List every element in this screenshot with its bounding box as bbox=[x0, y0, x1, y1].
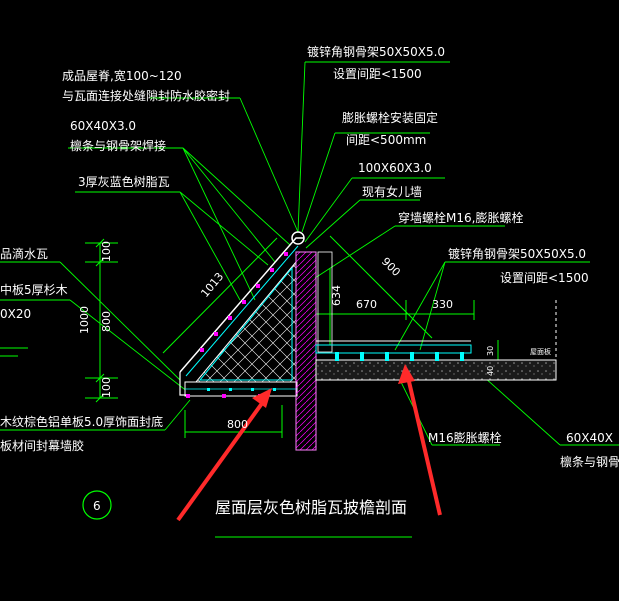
label-bolt-1: 膨胀螺栓安装固定 bbox=[342, 110, 438, 125]
dim-slope: 1013 bbox=[198, 270, 226, 300]
dim-diag: 900 bbox=[379, 255, 403, 279]
dim-v800: 800 bbox=[100, 311, 113, 332]
label-ridge-1: 成品屋脊,宽100~120 bbox=[62, 68, 182, 83]
label-m16: M16膨胀螺栓 bbox=[428, 430, 502, 445]
drawing-title: 屋面层灰色树脂瓦披檐剖面 bbox=[215, 498, 407, 517]
dim-30: 30 bbox=[486, 346, 495, 356]
dim-634: 634 bbox=[330, 285, 343, 306]
label-left-2: 中板5厚杉木 bbox=[0, 282, 68, 297]
label-slab: 屋面板 bbox=[530, 347, 551, 356]
dim-v1000: 1000 bbox=[78, 306, 91, 334]
dim-330: 330 bbox=[432, 298, 453, 311]
dim-670: 670 bbox=[356, 298, 377, 311]
label-bolt-2: 间距<500mm bbox=[346, 133, 426, 147]
label-right-2: 檩条与钢骨 bbox=[560, 454, 619, 469]
label-parapet: 现有女儿墙 bbox=[362, 184, 422, 199]
label-left-3: 0X20 bbox=[0, 307, 31, 321]
detail-number-circle bbox=[82, 490, 112, 520]
roof-slab bbox=[315, 300, 557, 381]
label-ridge-2: 与瓦面连接处缝隙封防水胶密封 bbox=[62, 88, 230, 103]
dim-v100-top: 100 bbox=[100, 241, 113, 262]
roof-frame bbox=[179, 231, 305, 398]
label-top-right-1: 镀锌角钢骨架50X50X5.0 bbox=[307, 45, 445, 59]
label-left-4: 木纹棕色铝单板5.0厚饰面封底 bbox=[0, 414, 163, 429]
label-left-5: 板材间封幕墙胶 bbox=[0, 438, 84, 453]
dim-v100-bottom: 100 bbox=[100, 377, 113, 398]
label-wall-bolt: 穿墙螺栓M16,膨胀螺栓 bbox=[398, 210, 523, 225]
label-purlin-1: 60X40X3.0 bbox=[70, 119, 136, 133]
red-arrows bbox=[176, 364, 442, 522]
label-frame-2: 设置间距<1500 bbox=[500, 271, 589, 285]
label-frame-1: 镀锌角钢骨架50X50X5.0 bbox=[448, 247, 586, 261]
leader-lines bbox=[0, 61, 619, 538]
label-purlin-2: 檩条与钢骨架焊接 bbox=[70, 138, 166, 153]
label-right-1: 60X40X bbox=[566, 431, 613, 445]
dim-40: 40 bbox=[486, 366, 495, 376]
parapet-wall bbox=[295, 251, 333, 451]
label-tile: 3厚灰蓝色树脂瓦 bbox=[78, 174, 170, 189]
dim-800-bottom: 800 bbox=[227, 418, 248, 431]
label-top-right-2: 设置间距<1500 bbox=[333, 67, 422, 81]
detail-number: 6 bbox=[93, 499, 101, 513]
label-tube: 100X60X3.0 bbox=[358, 161, 432, 175]
label-left-1: 品滴水瓦 bbox=[0, 246, 48, 261]
